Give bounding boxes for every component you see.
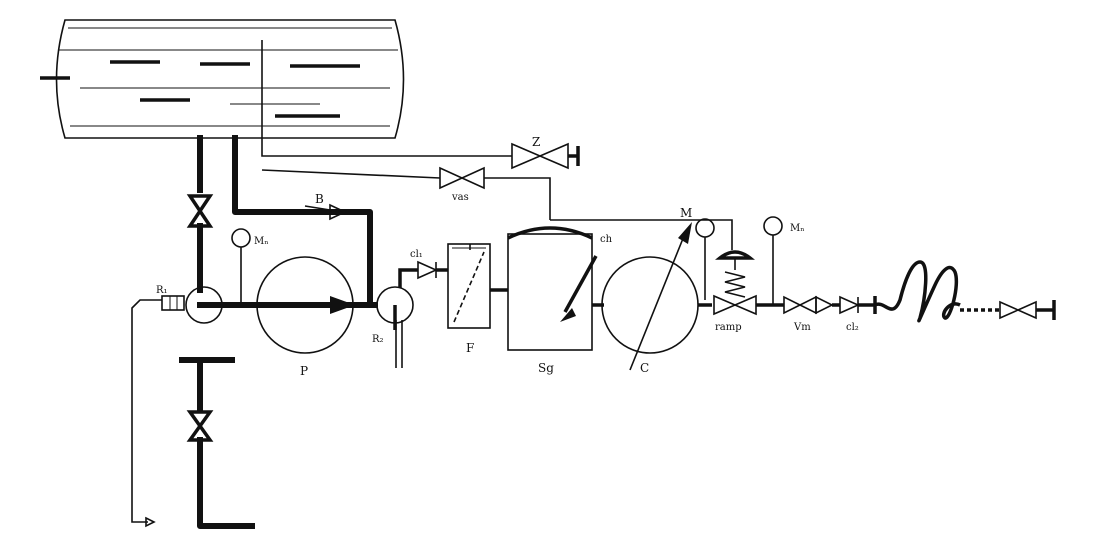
label-cl1: cl₁ xyxy=(410,249,423,260)
suction-pipe xyxy=(186,135,214,293)
label-z: Z xyxy=(532,135,540,149)
valve-ramp xyxy=(713,250,757,316)
manometer-mn xyxy=(231,228,251,305)
label-r1: R₁ xyxy=(156,285,168,296)
valve-r2 xyxy=(376,286,414,368)
label-p: P xyxy=(300,364,308,378)
label-cl2: cl₂ xyxy=(846,322,859,333)
valve-r1 xyxy=(131,286,223,528)
gauge-meter xyxy=(695,218,715,300)
check-valve-cl1 xyxy=(398,260,448,288)
pump-p xyxy=(256,256,354,354)
main-line xyxy=(197,296,378,314)
label-mn: Mₙ xyxy=(254,236,269,247)
manometer-mc xyxy=(763,216,783,305)
drain-pipe xyxy=(179,357,255,529)
label-sg: Sg xyxy=(538,361,554,375)
label-ramp: ramp xyxy=(715,322,742,333)
label-vas: vas xyxy=(451,192,469,203)
line-vas xyxy=(261,166,551,220)
filter-f xyxy=(447,243,491,329)
end-valve xyxy=(999,300,1056,320)
accumulator-sg xyxy=(507,226,593,351)
label-f: F xyxy=(466,341,474,355)
valve-vm xyxy=(783,295,834,315)
label-b: B xyxy=(315,192,324,206)
bypass-line-b xyxy=(232,135,373,303)
bypass-line-z xyxy=(261,142,580,170)
label-r2: R₂ xyxy=(372,334,384,345)
label-vm: Vm xyxy=(793,322,811,333)
meter-c xyxy=(601,222,699,371)
pilot-line xyxy=(550,219,733,250)
coiled-hose xyxy=(874,260,1000,323)
check-valve-cl2 xyxy=(839,295,877,315)
label-mc: Mₙ xyxy=(790,223,805,234)
indicator-ch xyxy=(560,255,598,322)
label-ch: ch xyxy=(600,234,613,245)
label-m: M xyxy=(680,206,692,220)
tank xyxy=(40,19,405,150)
label-c: C xyxy=(640,361,649,375)
